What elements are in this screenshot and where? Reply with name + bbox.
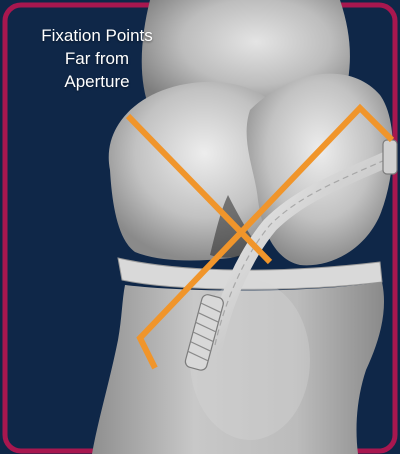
- caption: Fixation Points Far from Aperture: [12, 24, 182, 93]
- caption-line-3: Aperture: [12, 70, 182, 93]
- caption-line-2: Far from: [12, 47, 182, 70]
- caption-line-1: Fixation Points: [12, 24, 182, 47]
- femoral-fixation-button: [383, 140, 397, 174]
